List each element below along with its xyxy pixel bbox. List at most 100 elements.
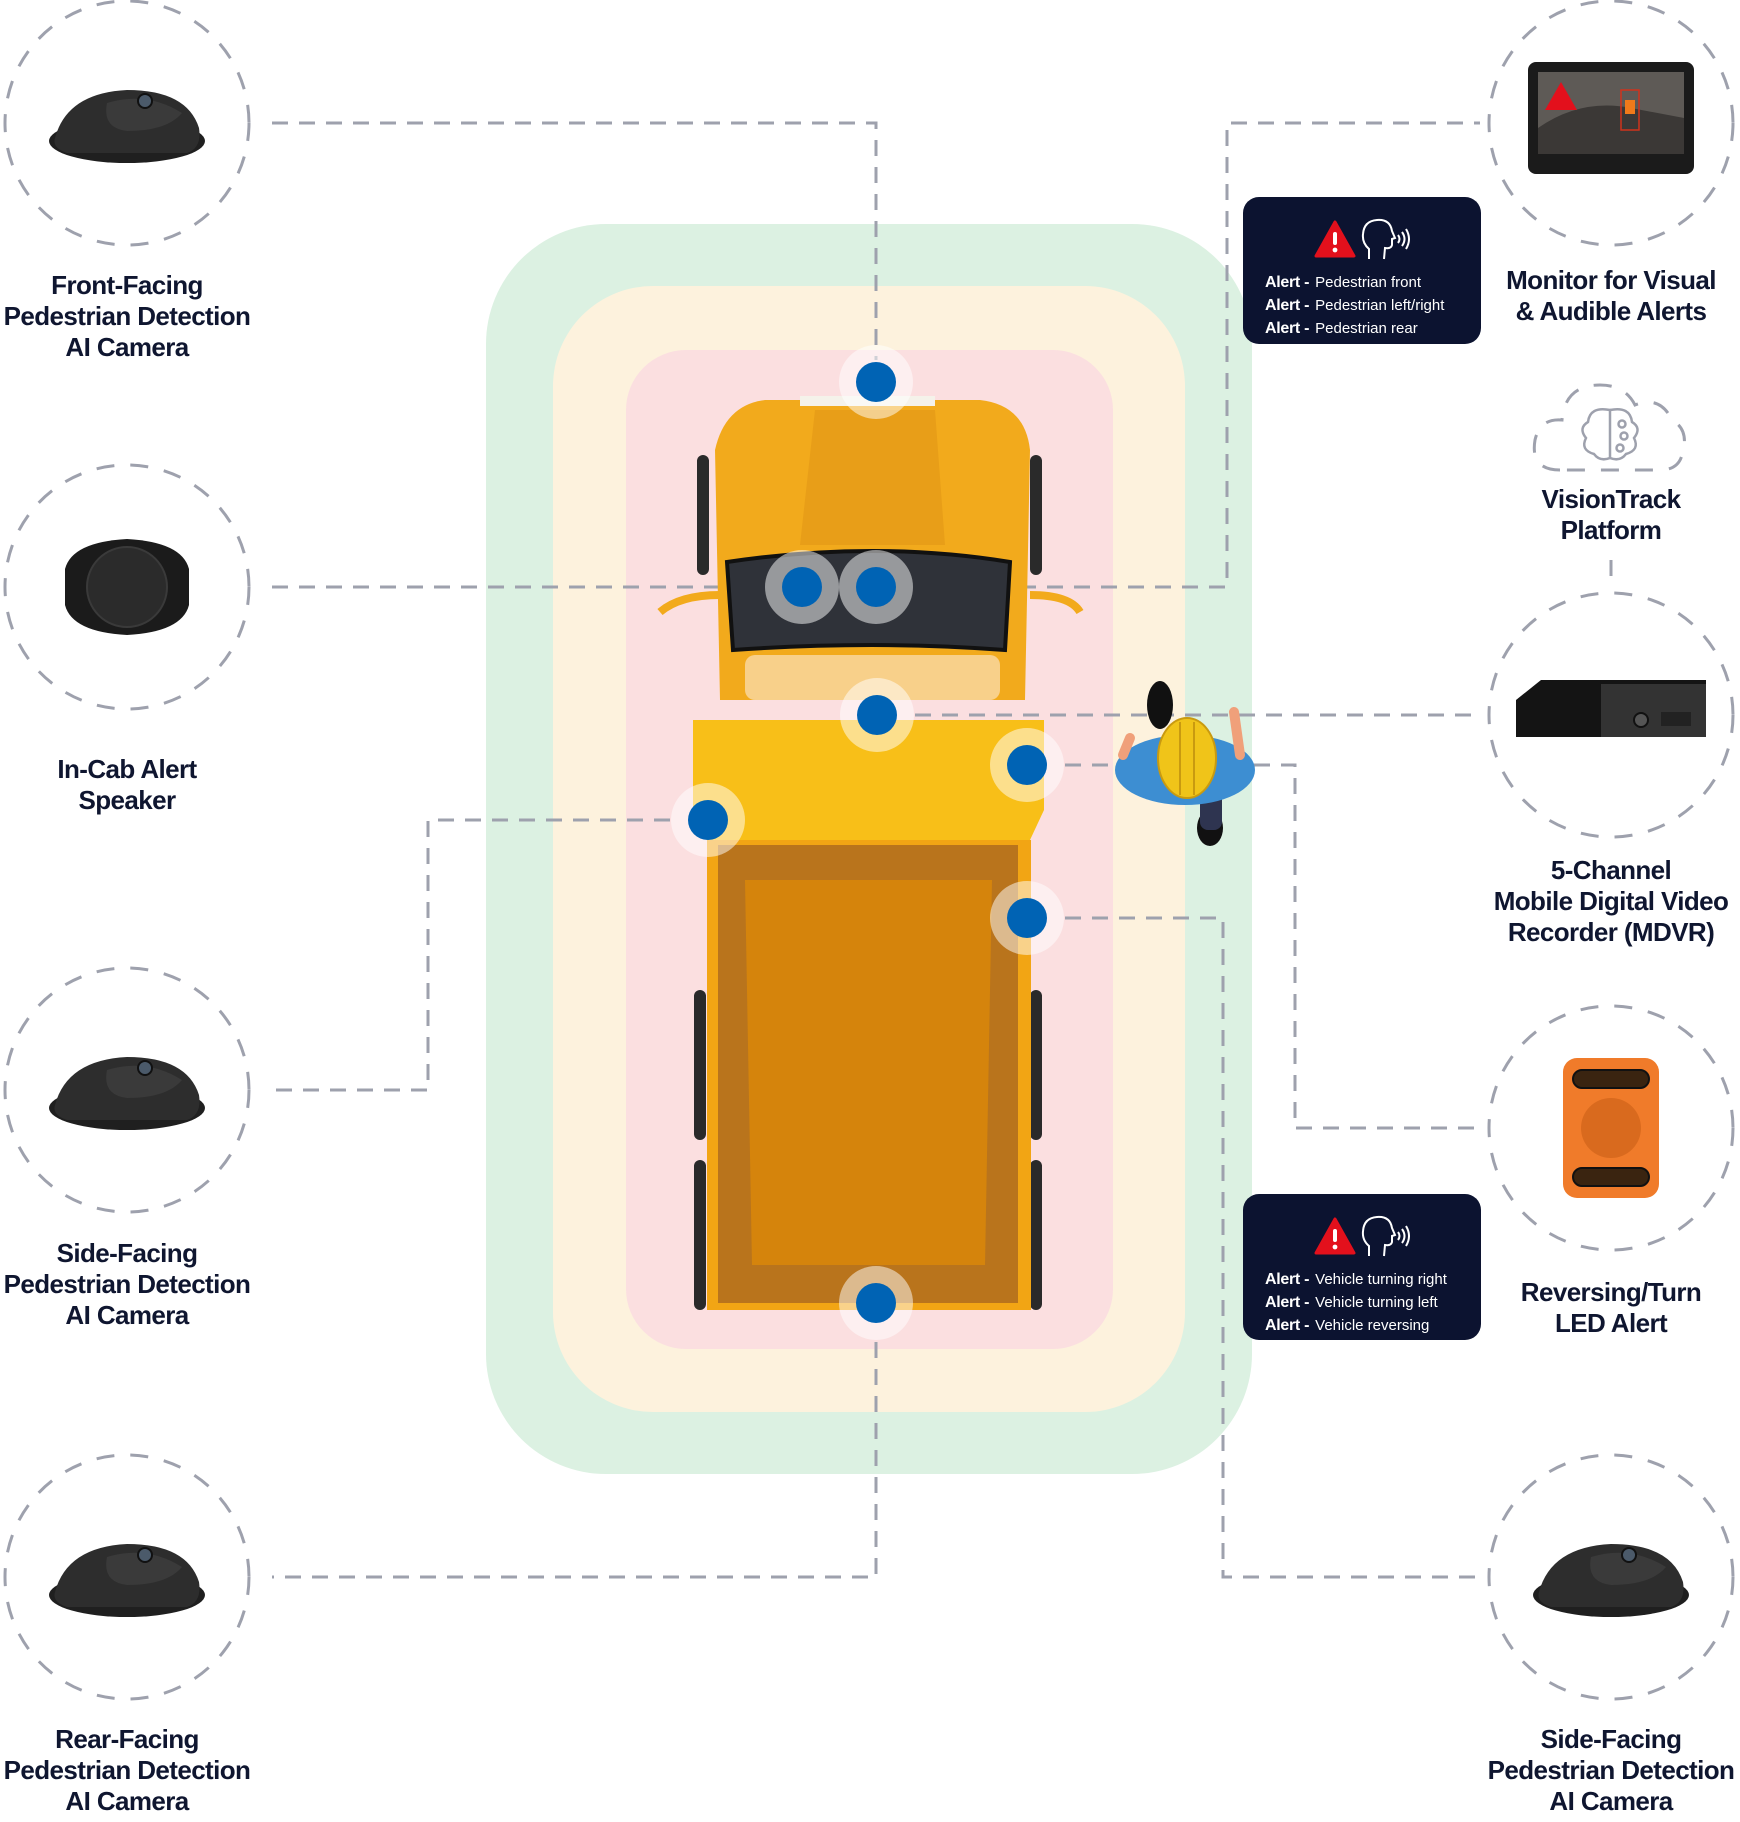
alert-text: Pedestrian front	[1315, 274, 1422, 291]
label-line: Monitor for Visual	[1506, 265, 1716, 295]
sensor-cab-rear-dot	[857, 695, 897, 735]
truck-mirror-left	[657, 591, 721, 616]
truck-illustration	[657, 396, 1084, 1310]
alert-prefix: Alert -	[1265, 274, 1310, 291]
label-line: AI Camera	[1549, 1786, 1673, 1816]
ring-monitor	[1487, 0, 1735, 247]
label-line: & Audible Alerts	[1515, 296, 1707, 326]
sensor-left-dot	[688, 800, 728, 840]
label-platform: VisionTrack Platform	[1461, 484, 1740, 546]
pedestrian-alert-box: Alert - Pedestrian front Alert - Pedestria…	[1243, 197, 1481, 344]
speaking-head-icon	[1361, 1215, 1410, 1257]
alert-text: Pedestrian left/right	[1315, 297, 1445, 314]
label-line: Pedestrian Detection	[3, 301, 251, 331]
label-line: LED Alert	[1554, 1308, 1668, 1338]
alert-prefix: Alert -	[1265, 320, 1310, 337]
connector-front-camera	[272, 121, 878, 360]
label-monitor: Monitor for Visual & Audible Alerts	[1461, 265, 1740, 327]
truck-dash	[745, 655, 1000, 700]
pedestrian-figure	[1115, 681, 1255, 846]
alert-text: Vehicle reversing	[1315, 1317, 1430, 1334]
alert-row: Alert - Vehicle reversing	[1265, 1314, 1481, 1337]
label-mdvr: 5-Channel Mobile Digital Video Recorder …	[1461, 855, 1740, 948]
pedestrian-shoe	[1147, 681, 1173, 729]
sensor-right-rear-dot	[1007, 898, 1047, 938]
alert-icons	[1265, 207, 1481, 271]
alert-row: Alert - Pedestrian front	[1265, 271, 1481, 294]
sensor-rear-dot	[856, 1283, 896, 1323]
warning-icon	[1314, 220, 1356, 258]
ring-side-camera-right	[1487, 1453, 1735, 1701]
label-line: Reversing/Turn	[1520, 1277, 1702, 1307]
label-line: Side-Facing	[1540, 1724, 1682, 1754]
label-line: Speaker	[78, 785, 177, 815]
label-line: Pedestrian Detection	[3, 1755, 251, 1785]
wheel	[697, 455, 709, 575]
ring-side-camera-left	[3, 966, 251, 1214]
sensor-front-dot	[856, 362, 896, 402]
dome-camera-icon	[49, 90, 205, 163]
wheel	[1030, 455, 1042, 575]
alert-prefix: Alert -	[1265, 1317, 1310, 1334]
ring-incab-speaker	[3, 463, 251, 711]
label-front-camera: Front-Facing Pedestrian Detection AI Cam…	[0, 270, 277, 363]
label-side-camera-left: Side-Facing Pedestrian Detection AI Came…	[0, 1238, 277, 1331]
label-line: AI Camera	[65, 1300, 189, 1330]
alert-row: Alert -Vehicle turning right	[1265, 1268, 1481, 1291]
vehicle-alert-box: Alert -Vehicle turning right Alert -Vehi…	[1243, 1194, 1481, 1340]
label-line: Rear-Facing	[55, 1724, 199, 1754]
label-led-alert: Reversing/Turn LED Alert	[1461, 1277, 1740, 1339]
label-line: Front-Facing	[51, 270, 203, 300]
label-line: Platform	[1560, 515, 1662, 545]
alert-row: Alert - Pedestrian left/right	[1265, 294, 1481, 317]
label-line: Pedestrian Detection	[3, 1269, 251, 1299]
hard-hat-ridge	[1179, 722, 1195, 795]
sensor-cab-left-dot	[782, 567, 822, 607]
label-line: 5-Channel	[1550, 855, 1672, 885]
sensor-right-front-dot	[1007, 745, 1047, 785]
ring-led-alert	[1487, 1004, 1735, 1252]
wheel	[1030, 1160, 1042, 1310]
truck-mirror-right	[1029, 591, 1084, 615]
label-line: Recorder (MDVR)	[1507, 917, 1715, 947]
pedestrian-arm	[1118, 733, 1135, 760]
wheel	[694, 990, 706, 1140]
sensor-points	[671, 345, 1064, 1340]
label-line: VisionTrack	[1541, 484, 1681, 514]
truck-hood	[800, 410, 945, 545]
monitor-icon	[1528, 62, 1694, 174]
alert-icons	[1265, 1204, 1481, 1268]
led-alert-icon	[1563, 1058, 1659, 1198]
truck-bed-floor	[745, 880, 992, 1265]
label-line: AI Camera	[65, 332, 189, 362]
ring-mdvr	[1487, 591, 1735, 839]
truck-front-bed	[693, 720, 1044, 840]
dome-camera-icon	[1533, 1544, 1689, 1617]
alert-text: Vehicle turning left	[1315, 1294, 1438, 1311]
mdvr-icon	[1516, 680, 1706, 737]
label-line: In-Cab Alert	[57, 754, 197, 784]
pedestrian-arm	[1229, 707, 1245, 760]
dome-camera-icon	[49, 1544, 205, 1617]
dome-camera-icon	[49, 1057, 205, 1130]
ring-rear-camera	[3, 1453, 251, 1701]
connector-side-camera-right	[1065, 916, 1480, 1579]
wheel	[694, 1160, 706, 1310]
speaker-icon	[65, 539, 189, 635]
cloud-outline	[1532, 383, 1686, 472]
label-line: AI Camera	[65, 1786, 189, 1816]
alert-text: Pedestrian rear	[1315, 320, 1418, 337]
hard-hat	[1157, 717, 1217, 799]
alert-prefix: Alert -	[1265, 1271, 1310, 1288]
component-rings	[3, 0, 1735, 1701]
label-line: Side-Facing	[56, 1238, 198, 1268]
label-line: Mobile Digital Video	[1493, 886, 1729, 916]
alert-prefix: Alert -	[1265, 297, 1310, 314]
brain-icon	[1581, 408, 1639, 461]
warning-icon	[1314, 1217, 1356, 1255]
sensor-cab-right-dot	[856, 567, 896, 607]
wheel	[1030, 990, 1042, 1140]
alert-row: Alert -Vehicle turning left	[1265, 1291, 1481, 1314]
ring-front-camera	[3, 0, 251, 247]
